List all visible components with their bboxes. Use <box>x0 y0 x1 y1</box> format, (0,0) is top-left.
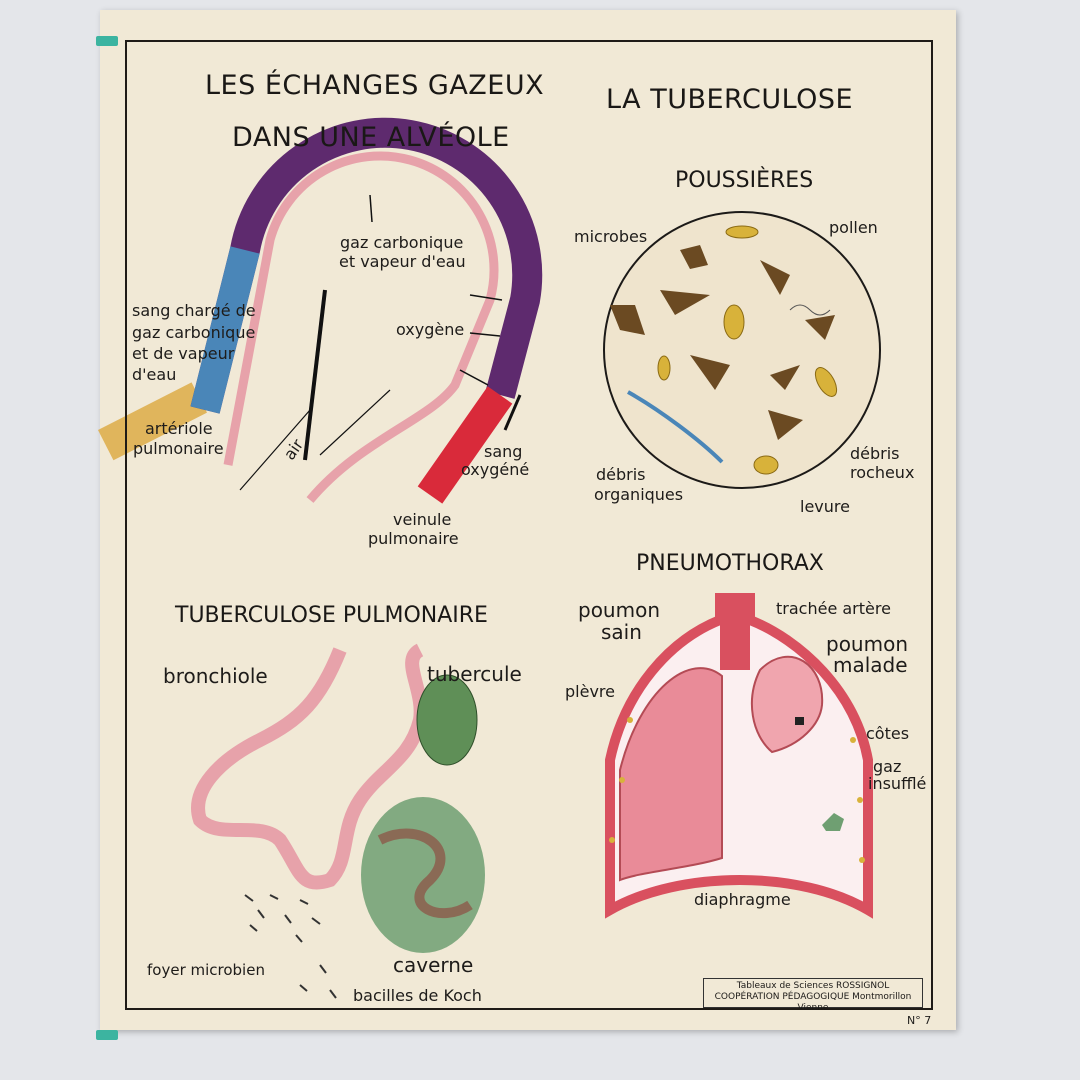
label-sang-charge-1: sang chargé de <box>132 301 256 320</box>
label-gaz-carbonique-1: gaz carbonique <box>340 233 464 252</box>
label-debris-rocheux-1: débris <box>850 444 900 463</box>
title-poussieres: POUSSIÈRES <box>675 168 814 193</box>
title-echanges-gazeux: LES ÉCHANGES GAZEUX <box>205 70 545 101</box>
label-levure: levure <box>800 497 850 516</box>
publisher-footer: Tableaux de Sciences ROSSIGNOL COOPÉRATI… <box>703 978 923 1013</box>
label-tubercule: tubercule <box>427 662 522 686</box>
alveole-illustration <box>190 117 543 504</box>
top-binder-clip <box>96 36 118 46</box>
label-sang-charge-4: d'eau <box>132 365 177 384</box>
footer-line-2: COOPÉRATION PÉDAGOGIQUE Montmorillon Vie… <box>714 992 912 1013</box>
label-veinule-2: pulmonaire <box>368 529 459 548</box>
title-tuberculose-pulmonaire: TUBERCULOSE PULMONAIRE <box>175 603 488 628</box>
label-arteriole-2: pulmonaire <box>133 439 224 458</box>
title-pneumothorax: PNEUMOTHORAX <box>636 551 824 576</box>
label-pollen: pollen <box>829 218 878 237</box>
label-foyer-microbien: foyer microbien <box>147 961 265 979</box>
label-sang-oxygene-1: sang <box>484 442 523 461</box>
label-plevre: plèvre <box>565 682 615 701</box>
label-gaz-insuffle-2: insufflé <box>868 774 927 793</box>
label-cotes: côtes <box>866 724 910 743</box>
label-poumon-sain-1: poumon <box>578 598 661 622</box>
pneumothorax-illustration <box>605 593 873 919</box>
label-gaz-carbonique-2: et vapeur d'eau <box>339 252 466 271</box>
label-trachee-artere: trachée artère <box>776 599 891 618</box>
plate-number: N° 7 <box>907 1014 932 1027</box>
label-poumon-sain-2: sain <box>601 620 642 644</box>
label-arteriole-1: artériole <box>145 419 213 438</box>
label-debris-rocheux-2: rocheux <box>850 463 915 482</box>
poster-frame <box>125 40 933 1010</box>
label-caverne: caverne <box>393 953 474 977</box>
label-veinule-1: veinule <box>393 510 452 529</box>
footer-line-1: Tableaux de Sciences ROSSIGNOL <box>736 981 890 991</box>
label-debris-organiques-1: débris <box>596 465 646 484</box>
label-debris-organiques-2: organiques <box>594 485 684 504</box>
label-sang-oxygene-2: oxygéné <box>461 460 530 479</box>
label-microbes: microbes <box>574 227 648 246</box>
bronchiole-illustration <box>191 643 485 999</box>
label-oxygene: oxygène <box>396 320 465 339</box>
bottom-binder-clip <box>96 1030 118 1040</box>
label-bronchiole: bronchiole <box>163 664 268 688</box>
label-bacilles-de-koch: bacilles de Koch <box>353 986 482 1005</box>
label-poumon-malade-2: malade <box>833 653 908 677</box>
title-dans-une-alveole: DANS UNE ALVÉOLE <box>232 122 510 153</box>
dust-magnified-circle <box>603 211 881 489</box>
title-la-tuberculose: LA TUBERCULOSE <box>606 84 854 115</box>
label-sang-charge-3: et de vapeur <box>132 344 235 363</box>
label-poumon-malade-1: poumon <box>826 632 909 656</box>
label-diaphragme: diaphragme <box>694 890 791 909</box>
label-sang-charge-2: gaz carbonique <box>132 323 256 342</box>
label-gaz-insuffle-1: gaz <box>873 757 902 776</box>
